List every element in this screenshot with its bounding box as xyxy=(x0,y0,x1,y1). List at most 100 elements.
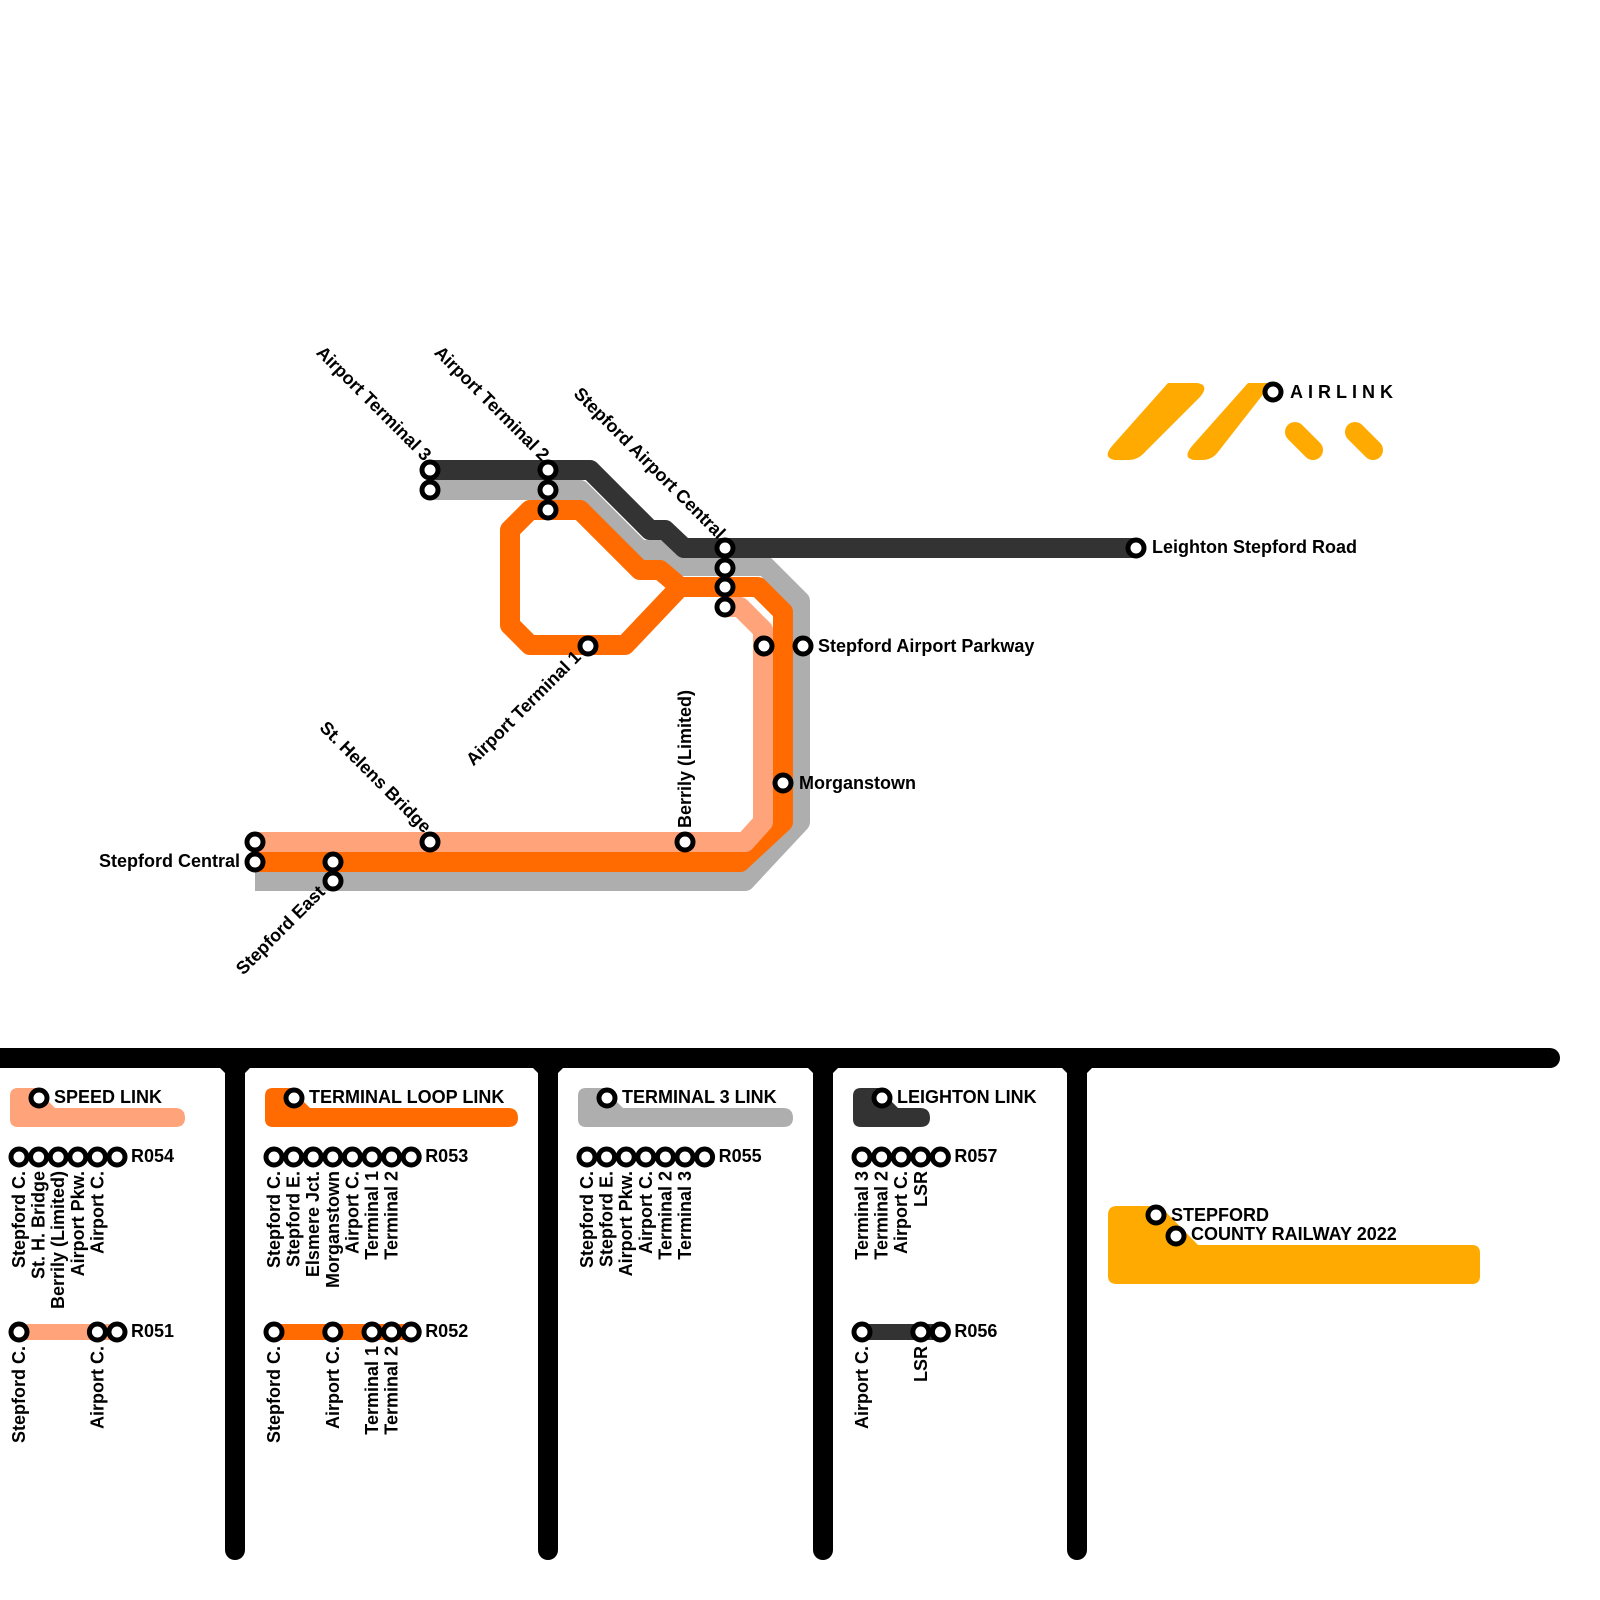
route-stop-marker xyxy=(851,1321,873,1343)
station-airport-terminal-2-marker[interactable] xyxy=(537,499,559,521)
route-end-marker xyxy=(400,1321,422,1343)
station-label-stepford-airport-parkway: Stepford Airport Parkway xyxy=(818,636,1034,656)
route-stop-marker xyxy=(596,1146,618,1168)
station-airport-terminal-2-marker[interactable] xyxy=(537,459,559,481)
station-stepford-east-marker[interactable] xyxy=(322,870,344,892)
route-stop-marker xyxy=(47,1146,69,1168)
route-stop-marker xyxy=(86,1321,108,1343)
route-stop-label: LSR xyxy=(911,1171,931,1207)
station-stepford-airport-central-marker[interactable] xyxy=(714,596,736,618)
route-stop-label: Airport C. xyxy=(636,1171,656,1254)
legend-station-icon xyxy=(283,1087,305,1109)
route-stop-label: Stepford E. xyxy=(597,1171,617,1267)
route-end-marker xyxy=(929,1321,951,1343)
station-airport-terminal-2-marker[interactable] xyxy=(537,479,559,501)
footer-logo-line2: COUNTY RAILWAY 2022 xyxy=(1191,1224,1397,1244)
route-code: R051 xyxy=(131,1321,174,1341)
route-stop-marker xyxy=(381,1146,403,1168)
station-label-airport-terminal-1: Airport Terminal 1 xyxy=(462,647,585,770)
station-stepford-airport-central-marker[interactable] xyxy=(714,576,736,598)
stepford-county-railway-logo: STEPFORD COUNTY RAILWAY 2022 xyxy=(1108,1204,1480,1284)
station-airport-terminal-1-marker[interactable] xyxy=(577,635,599,657)
station-stepford-airport-central-marker[interactable] xyxy=(714,557,736,579)
route-stop-label: Terminal 3 xyxy=(852,1171,872,1260)
route-stop-marker xyxy=(263,1321,285,1343)
route-stop-label: Terminal 2 xyxy=(382,1346,402,1435)
route-stop-marker xyxy=(910,1146,932,1168)
station-morganstown-marker[interactable] xyxy=(772,772,794,794)
route-stop-label: Morganstown xyxy=(323,1171,343,1288)
route-stop-marker xyxy=(8,1146,30,1168)
route-r051[interactable]: Stepford C.Airport C.R051 xyxy=(8,1321,174,1443)
route-stop-marker xyxy=(361,1321,383,1343)
station-stepford-central-marker[interactable] xyxy=(244,831,266,853)
route-stop-marker xyxy=(322,1146,344,1168)
route-code: R057 xyxy=(954,1146,997,1166)
station-label-morganstown: Morganstown xyxy=(799,773,916,793)
route-stop-label: Terminal 3 xyxy=(675,1171,695,1260)
footer-logo-station-icon xyxy=(1165,1225,1187,1247)
route-stop-label: Stepford C. xyxy=(264,1346,284,1443)
route-stop-label: Airport C. xyxy=(323,1346,343,1429)
route-stop-marker xyxy=(86,1146,108,1168)
route-stop-label: LSR xyxy=(911,1346,931,1382)
route-stop-label: Terminal 2 xyxy=(872,1171,892,1260)
station-label-leighton-stepford-road: Leighton Stepford Road xyxy=(1152,537,1357,557)
legend-panel-title: TERMINAL 3 LINK xyxy=(622,1087,777,1107)
route-end-marker xyxy=(929,1146,951,1168)
route-stop-marker xyxy=(654,1146,676,1168)
footer-logo-band xyxy=(1108,1206,1480,1284)
route-stop-label: Stepford C. xyxy=(9,1171,29,1268)
route-stop-label: Terminal 2 xyxy=(655,1171,675,1260)
station-stepford-airport-parkway-marker[interactable] xyxy=(792,635,814,657)
terminal-loop-link-loop xyxy=(500,500,688,655)
route-stop-marker xyxy=(302,1146,324,1168)
footer-logo-station-icon xyxy=(1145,1204,1167,1226)
airlink-logo-stripe xyxy=(1107,383,1205,460)
route-r055[interactable]: Stepford C.Stepford E.Airport Pkw.Airpor… xyxy=(576,1146,762,1276)
route-stop-marker xyxy=(381,1321,403,1343)
route-end-marker xyxy=(694,1146,716,1168)
station-label-airport-terminal-3: Airport Terminal 3 xyxy=(312,342,435,465)
route-stop-marker xyxy=(8,1321,30,1343)
station-stepford-airport-central-marker[interactable] xyxy=(714,537,736,559)
route-end-marker xyxy=(400,1146,422,1168)
airlink-logo-dash xyxy=(1345,422,1383,460)
station-leighton-stepford-road-marker[interactable] xyxy=(1125,537,1147,559)
route-code: R055 xyxy=(719,1146,762,1166)
station-airport-terminal-3-marker[interactable] xyxy=(419,459,441,481)
legend-panel-terminal-3-link: TERMINAL 3 LINK Stepford C.Stepford E.Air… xyxy=(576,1087,793,1276)
station-stepford-central-marker[interactable] xyxy=(244,851,266,873)
station-berrily-limited-marker[interactable] xyxy=(674,831,696,853)
station-st-helens-bridge-marker[interactable] xyxy=(419,831,441,853)
airlink-logo-title: AIRLINK xyxy=(1290,382,1398,402)
legend-panel-title: SPEED LINK xyxy=(54,1087,162,1107)
station-stepford-east-marker[interactable] xyxy=(322,851,344,873)
route-stop-label: Stepford C. xyxy=(9,1346,29,1443)
station-label-berrily-limited: Berrily (Limited) xyxy=(675,690,695,828)
route-stop-marker xyxy=(674,1146,696,1168)
legend-station-icon xyxy=(28,1087,50,1109)
route-stop-label: Airport Pkw. xyxy=(68,1171,88,1276)
route-stop-marker xyxy=(890,1146,912,1168)
station-stepford-airport-parkway-marker[interactable] xyxy=(753,635,775,657)
leighton-link-line xyxy=(430,460,1136,558)
legend-line-swatch xyxy=(578,1088,793,1127)
route-stop-marker xyxy=(283,1146,305,1168)
station-airport-terminal-3-marker[interactable] xyxy=(419,479,441,501)
route-code: R054 xyxy=(131,1146,174,1166)
route-stop-label: Airport C. xyxy=(852,1346,872,1429)
station-label-airport-terminal-2: Airport Terminal 2 xyxy=(430,342,553,465)
route-stop-label: Elsmere Jct. xyxy=(303,1171,323,1277)
route-code: R052 xyxy=(425,1321,468,1341)
speed-link-line xyxy=(255,597,773,852)
route-stop-label: Terminal 1 xyxy=(362,1171,382,1260)
route-r053[interactable]: Stepford C.Stepford E.Elsmere Jct.Morgan… xyxy=(263,1146,468,1288)
